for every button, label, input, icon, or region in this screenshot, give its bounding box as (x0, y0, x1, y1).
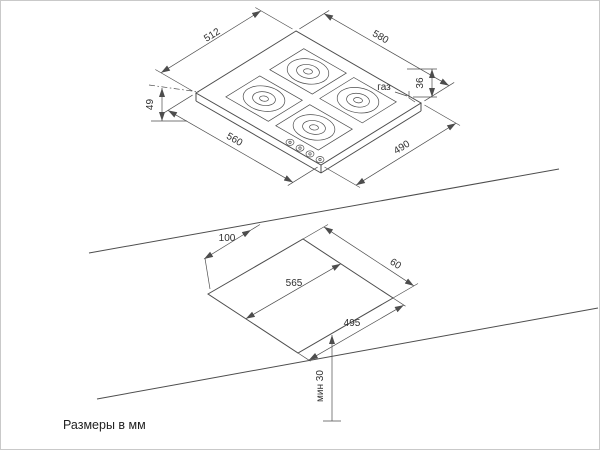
dim-580-label: 580 (370, 28, 390, 46)
gas-connection: газ 36 (377, 68, 437, 103)
dimension-min30: мин 30 (315, 335, 341, 422)
drawing-caption: Размеры в мм (63, 418, 146, 432)
burner-left (225, 75, 303, 122)
dimension-100: 100 (203, 224, 261, 290)
burner-rear (269, 48, 347, 95)
dim-490-label: 490 (392, 138, 412, 156)
burner-front (275, 104, 353, 151)
dim-36-label: 36 (415, 77, 426, 89)
dim-512-label: 512 (202, 26, 222, 44)
dimension-490: 490 (324, 104, 461, 188)
dimension-60: 60 (302, 224, 419, 299)
hob-isometric-view: 512 580 560 490 (145, 7, 461, 188)
cutout-outline (207, 238, 394, 354)
worktop-cutout-view: 100 565 495 60 (88, 168, 599, 422)
dim-100-label: 100 (219, 233, 236, 244)
dimension-49: 49 (145, 84, 200, 122)
dimension-565: 565 (245, 263, 341, 320)
dim-495-label: 495 (344, 318, 361, 329)
dimension-495: 495 (297, 297, 406, 362)
gas-label: газ (377, 82, 391, 93)
worktop-back-edge (88, 168, 560, 254)
dimension-512: 512 (155, 7, 293, 92)
dim-49-label: 49 (145, 99, 156, 111)
dim-560-label: 560 (224, 131, 244, 149)
dimension-560: 560 (162, 94, 318, 186)
dim-min30-label: мин 30 (315, 370, 326, 402)
dim-565-label: 565 (286, 278, 303, 289)
